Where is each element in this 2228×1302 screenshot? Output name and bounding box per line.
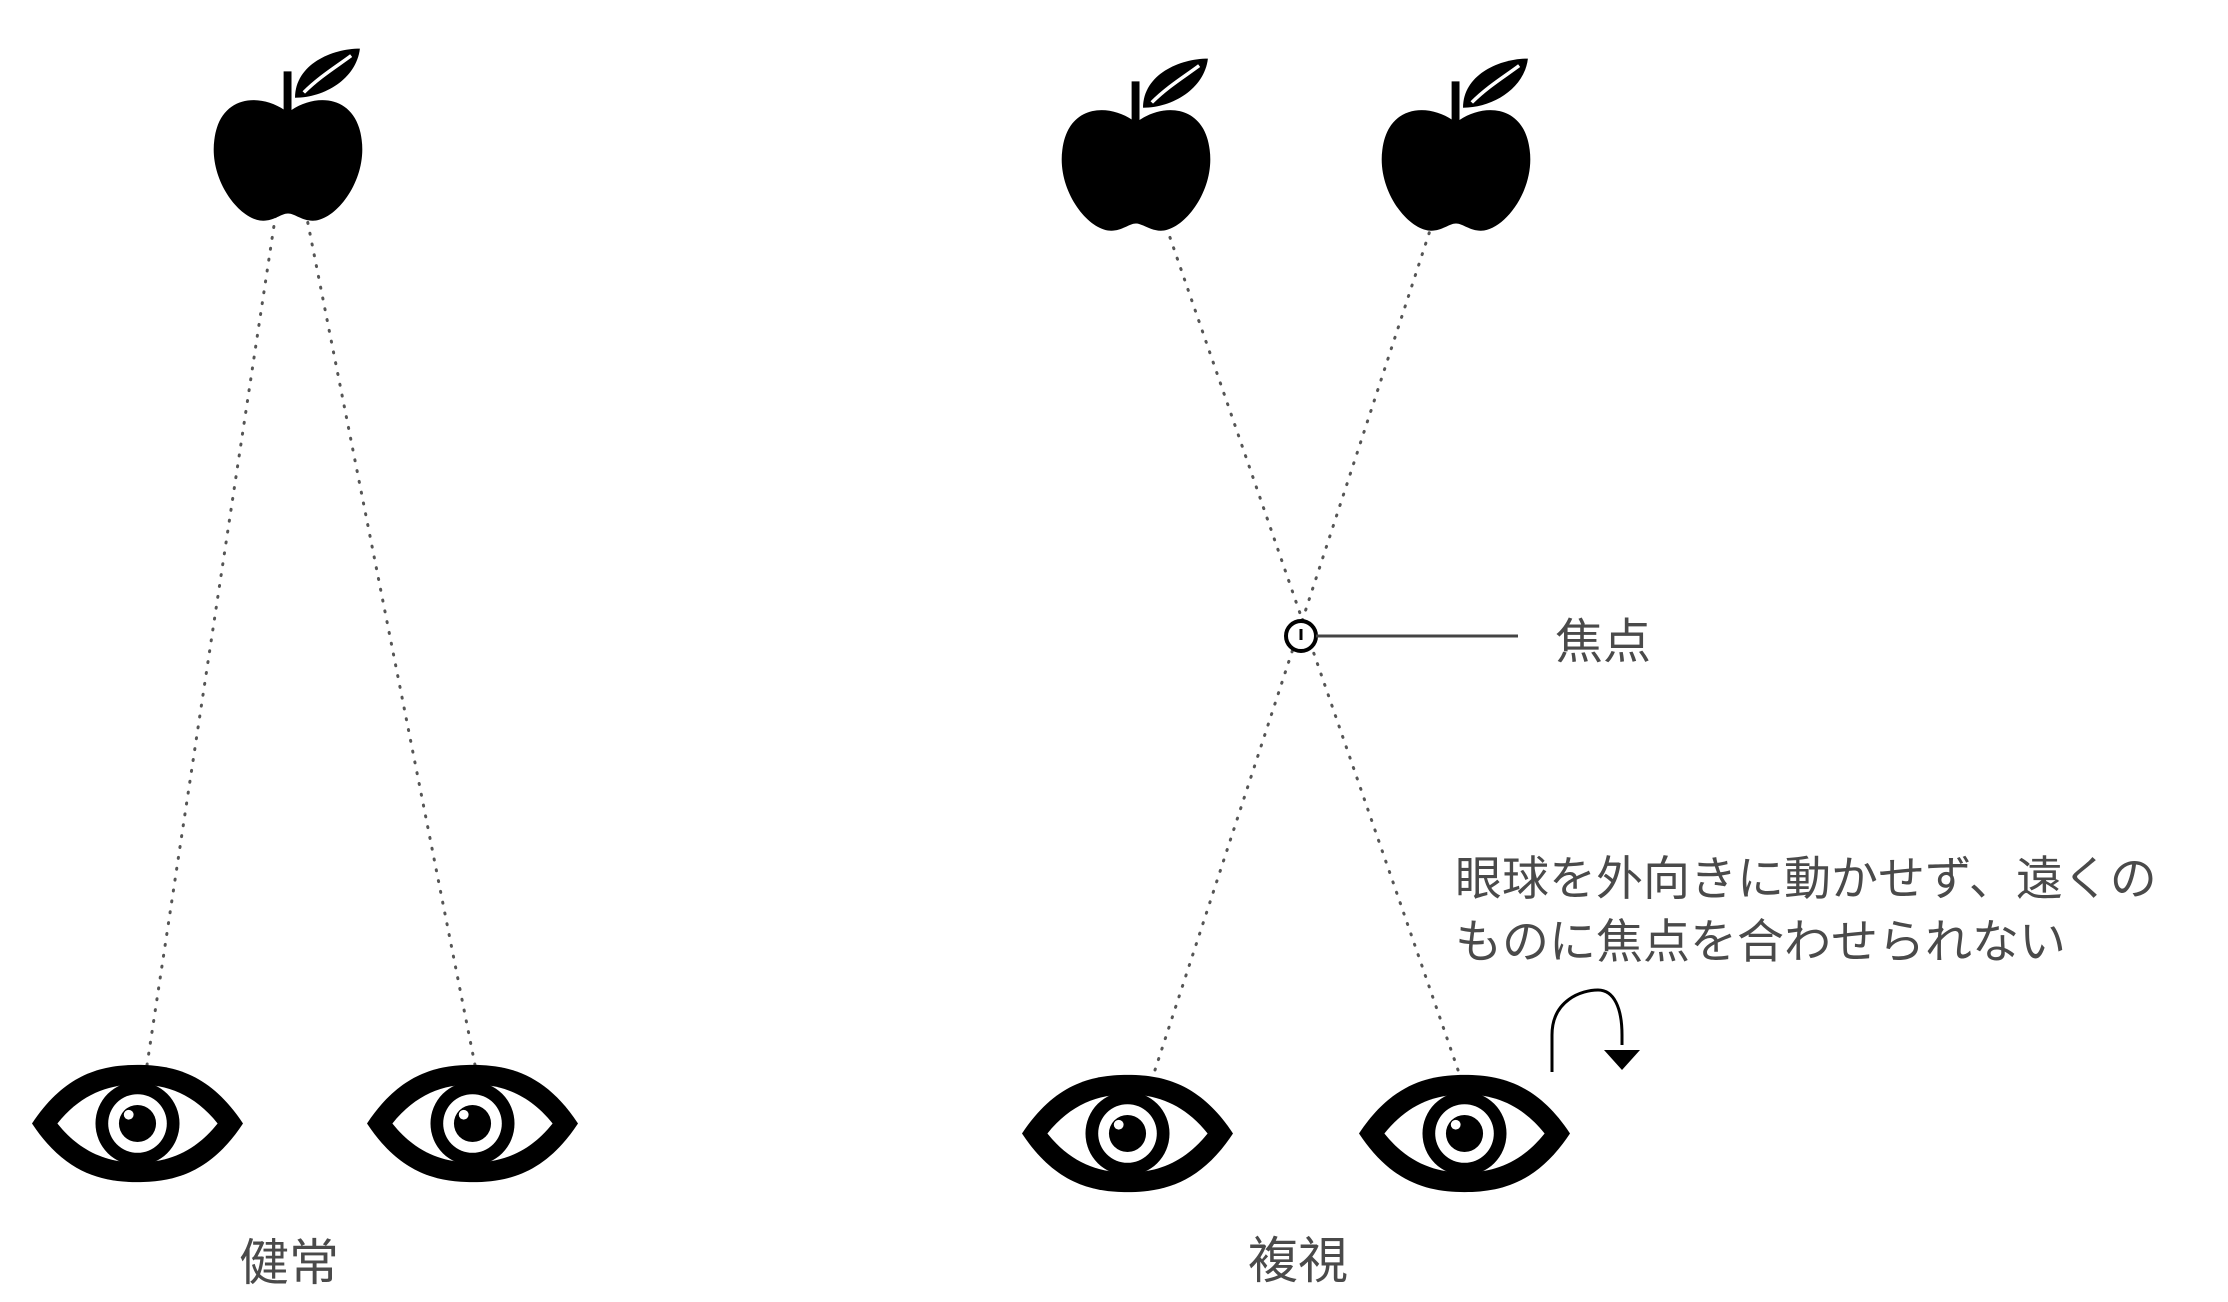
normal-vision-panel: 健常 bbox=[31, 46, 579, 1292]
sight-line-left-eye bbox=[145, 131, 290, 1067]
focus-point-label: 焦点 bbox=[1555, 614, 1651, 670]
eye-icon bbox=[366, 1064, 579, 1183]
eye-icon bbox=[1358, 1074, 1571, 1193]
focus-point-icon bbox=[1284, 619, 1318, 653]
double-vision-panel: 焦点 眼球を外向きに動かせず、遠くの ものに焦点を合わせられない 複視 bbox=[1021, 56, 2157, 1290]
eye-movement-note-line1: 眼球を外向きに動かせず、遠くの bbox=[1455, 852, 2157, 907]
sight-line-right-eye bbox=[1136, 143, 1460, 1072]
eye-icon bbox=[1021, 1074, 1234, 1193]
apple-icon bbox=[1379, 56, 1533, 233]
panel-caption-double-vision: 複視 bbox=[1248, 1232, 1348, 1290]
rotate-arrow-icon bbox=[1550, 988, 1640, 1072]
apple-icon bbox=[211, 46, 365, 223]
eye-icon bbox=[31, 1064, 244, 1183]
apple-icon bbox=[1059, 56, 1213, 233]
sight-line-left-eye bbox=[1153, 143, 1460, 1072]
sight-line-right-eye bbox=[288, 131, 477, 1067]
eye-movement-note-line2: ものに焦点を合わせられない bbox=[1455, 915, 2066, 970]
panel-caption-normal: 健常 bbox=[239, 1234, 339, 1292]
